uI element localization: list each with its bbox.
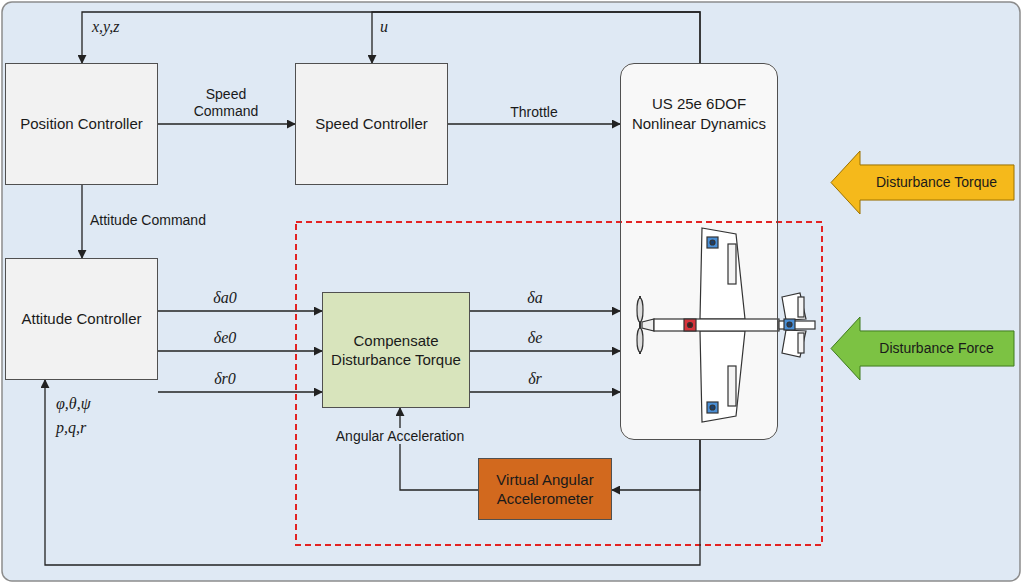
controller-box: Attitude Controller — [5, 258, 158, 380]
edge-label-box: δa — [510, 288, 560, 307]
signal-name: x,y,z — [92, 18, 120, 35]
signal-name: φ,θ,ψ p,q,r — [56, 395, 91, 436]
signal-arrow — [158, 123, 295, 124]
signal-name: δa0 — [213, 289, 236, 306]
edge-label-box: δe — [510, 328, 560, 347]
node-text: Disturbance Torque — [876, 173, 997, 191]
edge-label-box: δr — [510, 369, 560, 388]
accelerometer-box: Virtual Angular Accelerometer — [478, 458, 612, 520]
arrow-outline — [831, 317, 1014, 380]
signal-arrow — [82, 12, 700, 63]
signal-name: δe — [528, 329, 543, 346]
node-text: Speed Controller — [315, 114, 428, 134]
edge-label-box: Attitude Command — [90, 212, 240, 229]
disturbance-arrow: Disturbance Force — [830, 316, 1015, 381]
node-text: Position Controller — [20, 114, 143, 134]
controller-box: Position Controller — [5, 63, 158, 185]
signal-arrow — [448, 123, 620, 124]
signal-name: δa — [527, 289, 542, 306]
edge-label: Speed Command — [194, 86, 259, 119]
signal-arrow — [470, 350, 620, 351]
signal-name: δr0 — [214, 370, 236, 387]
signal-arrow — [612, 440, 700, 490]
signal-arrow — [470, 310, 620, 311]
edge-label: Throttle — [510, 104, 557, 120]
disturbance-arrow: Disturbance Torque — [830, 150, 1015, 215]
signal-arrow — [372, 12, 700, 63]
airplane-illustration — [637, 228, 815, 422]
node-text: US 25e 6DOF Nonlinear Dynamics — [629, 94, 769, 133]
compensator-box: Compensate Disturbance Torque — [322, 292, 470, 408]
edge-label-box: δe0 — [200, 328, 250, 347]
edge-label-box: Throttle — [494, 104, 574, 121]
edge-label-box: φ,θ,ψ p,q,r — [56, 392, 118, 440]
edge-label-box: u — [380, 17, 410, 36]
signal-arrow — [470, 391, 620, 392]
signal-arrow — [158, 310, 322, 311]
dashed-region — [296, 222, 822, 545]
edge-label-box: x,y,z — [92, 17, 152, 36]
dynamics-box: US 25e 6DOF Nonlinear Dynamics — [620, 63, 778, 440]
edge-label-box: δa0 — [200, 288, 250, 307]
signal-arrow — [81, 185, 82, 258]
edge-label: Angular Acceleration — [333, 428, 467, 444]
signal-arrow — [158, 350, 322, 351]
edge-label-box: Angular Acceleration — [320, 428, 480, 445]
node-text: Compensate Disturbance Torque — [331, 331, 461, 370]
edge-label-box: δr0 — [200, 369, 250, 388]
node-text: Attitude Controller — [21, 309, 141, 329]
dynamics-fill — [620, 63, 778, 440]
edge-label-box: Speed Command — [178, 86, 274, 120]
signal-name: u — [380, 18, 388, 35]
signal-name: δe0 — [214, 329, 237, 346]
arrow-outline — [831, 151, 1014, 214]
edge-label: Attitude Command — [90, 212, 206, 228]
node-text: Virtual Angular Accelerometer — [487, 470, 603, 509]
controller-box: Speed Controller — [295, 63, 448, 185]
signal-arrow — [158, 391, 322, 392]
node-text: Disturbance Force — [879, 339, 993, 357]
signal-name: δr — [528, 370, 542, 387]
signal-arrow — [400, 408, 478, 490]
